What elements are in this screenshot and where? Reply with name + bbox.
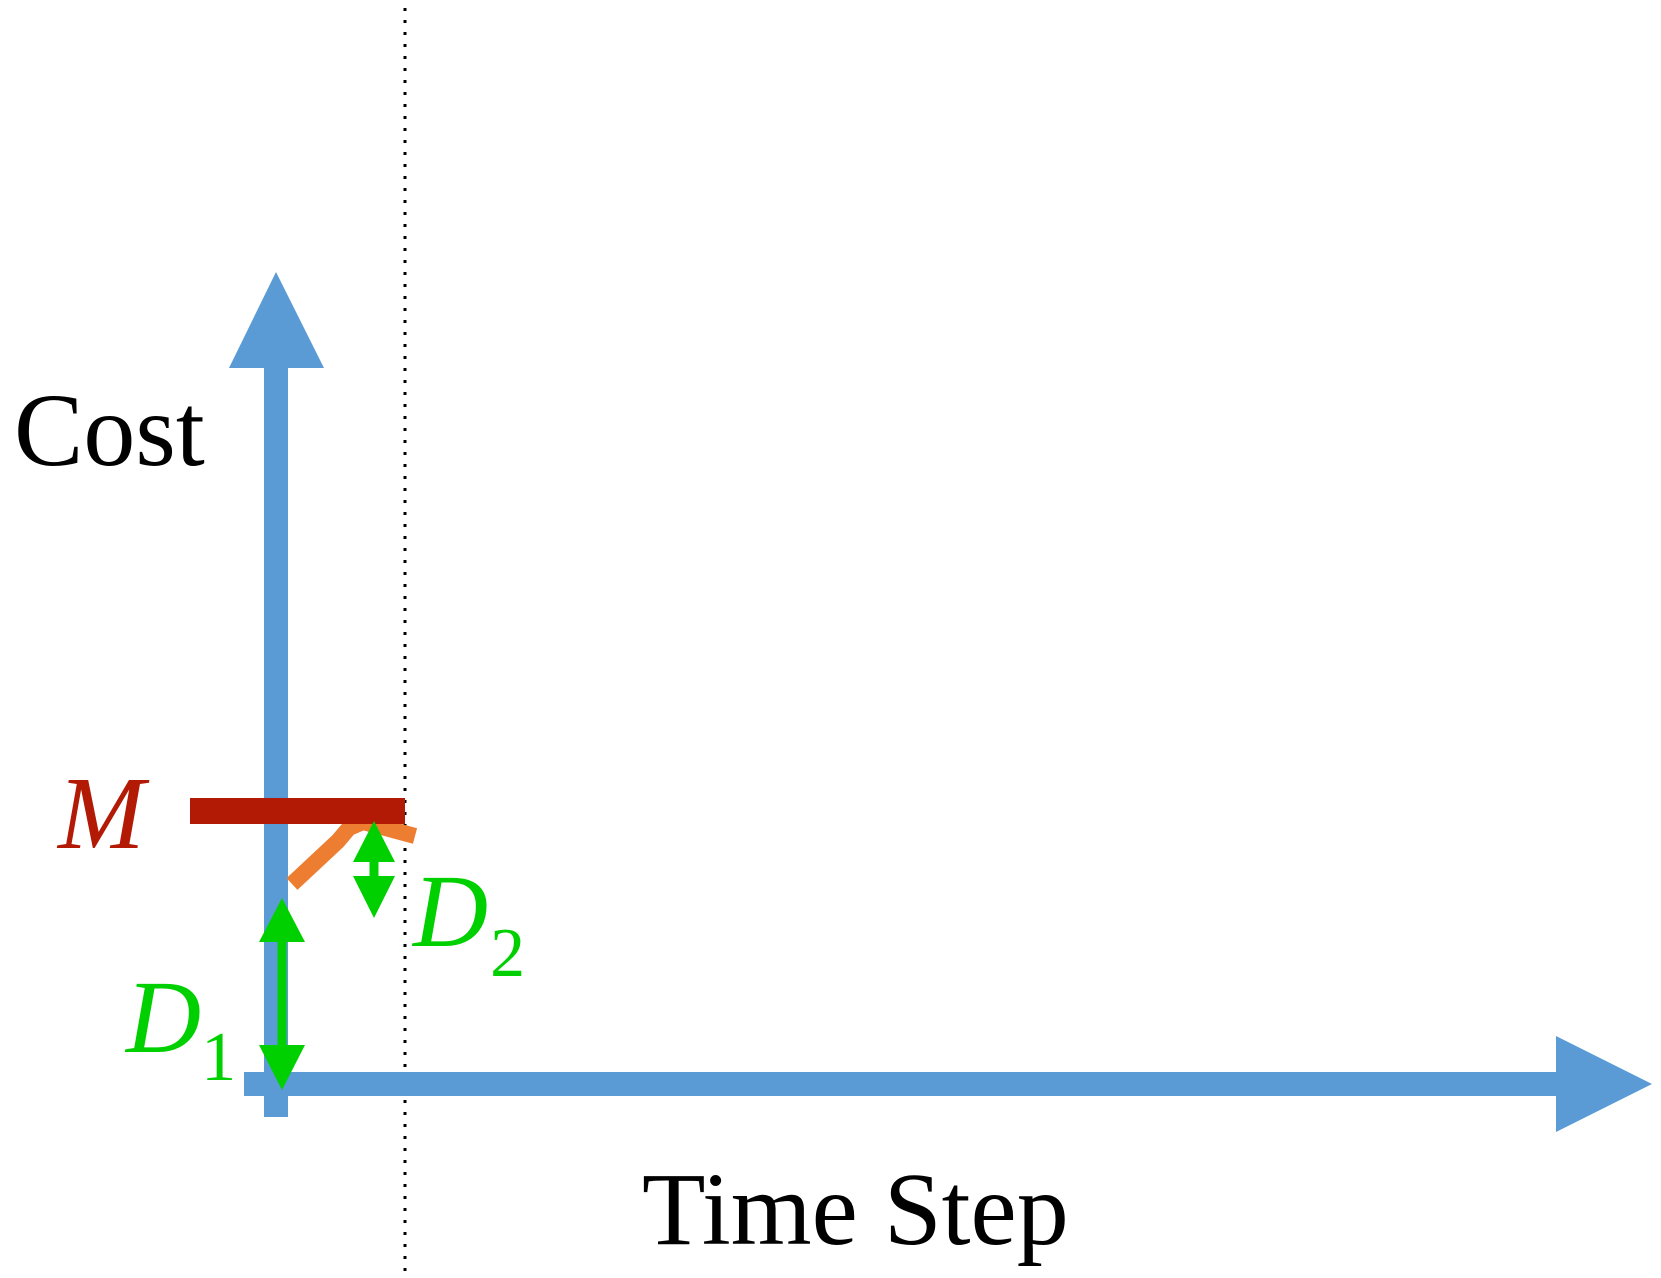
d2-label: D2 xyxy=(411,854,525,992)
d2-label-subscript: 2 xyxy=(490,915,525,992)
cost-curve xyxy=(286,814,418,890)
d1-double-arrow xyxy=(259,898,305,1090)
x-axis-arrowhead xyxy=(1556,1036,1652,1132)
d1-arrow-head-up xyxy=(259,898,305,942)
x-axis-label: Time Step xyxy=(642,1152,1069,1267)
d2-arrow-head-up xyxy=(353,821,395,862)
y-axis-arrowhead xyxy=(229,272,324,368)
y-axis xyxy=(229,272,324,1117)
d1-label-base: D xyxy=(124,960,201,1075)
y-axis-label: Cost xyxy=(14,373,205,488)
d1-label: D1 xyxy=(124,960,236,1096)
threshold-label: M xyxy=(56,756,150,871)
d2-double-arrow xyxy=(353,821,395,918)
d1-arrow-head-down xyxy=(259,1045,305,1090)
d2-label-base: D xyxy=(411,854,488,969)
x-axis xyxy=(244,1036,1652,1132)
d1-label-subscript: 1 xyxy=(201,1019,236,1096)
d2-arrow-head-down xyxy=(353,876,395,918)
